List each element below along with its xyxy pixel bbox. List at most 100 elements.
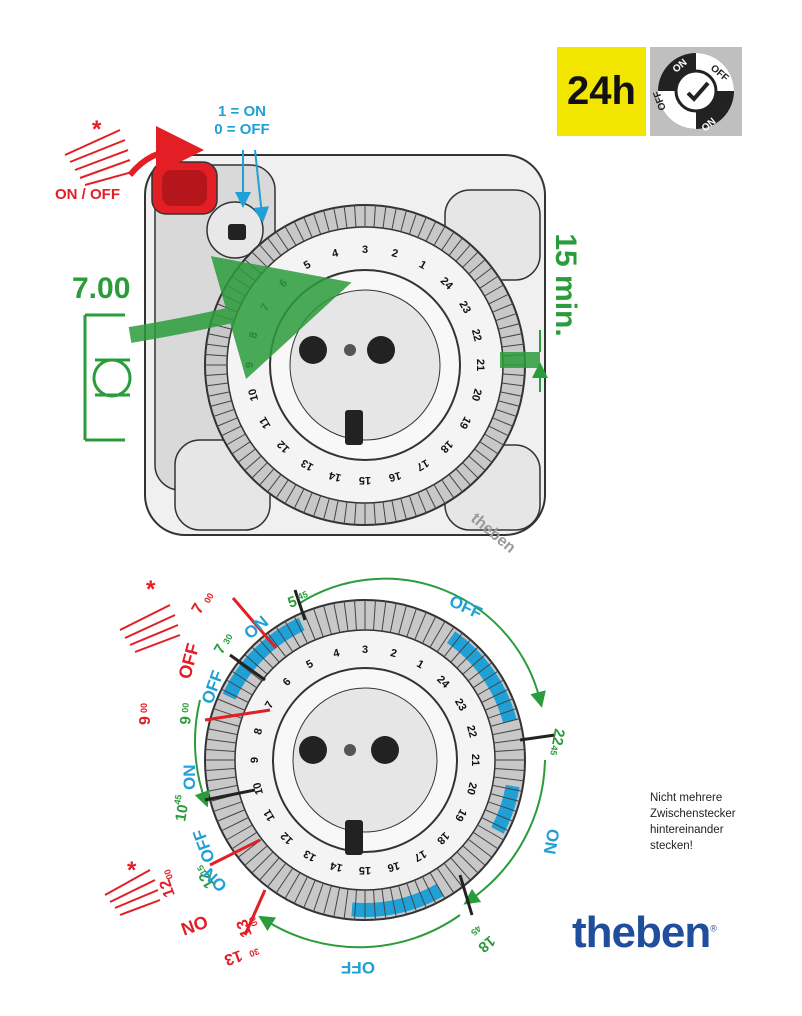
bottom-dial-segment-tick	[472, 670, 499, 689]
top-dial-segment-tick	[303, 492, 313, 514]
off-blue-label-2: OFF	[189, 827, 218, 865]
bottom-dial-segment-tick	[481, 817, 509, 832]
bottom-dial-segment-tick	[323, 605, 332, 635]
bottom-dial-segment-tick	[333, 602, 341, 633]
top-dial-segment-tick	[354, 205, 357, 228]
top-dial-segment-tick	[400, 498, 407, 520]
top-dial-segment-tick	[488, 293, 509, 305]
hand-icon-mid	[119, 604, 181, 653]
bottom-dial-hour-20: 20	[464, 781, 479, 796]
bottom-dial-segment-tick	[494, 749, 525, 752]
top-dial-segment-tick	[382, 206, 387, 229]
top-dial-segment-tick	[495, 313, 517, 322]
bottom-dial-segment-tick	[406, 882, 417, 912]
on-off-label: ON / OFF	[55, 186, 120, 203]
top-dial-segment-tick	[206, 382, 229, 387]
top-dial-segment-tick	[303, 216, 313, 238]
bottom-dial-segment-tick	[303, 611, 316, 641]
on-segment-band	[446, 631, 517, 724]
time-label-1200-sup: 00	[162, 868, 175, 881]
bottom-dial-segment-tick	[213, 801, 243, 812]
bottom-dial-segment-tick	[284, 872, 301, 899]
top-dial-segment-tick	[267, 237, 282, 256]
bottom-dial-segment-tick	[231, 670, 258, 689]
time-label-1300: 13	[234, 917, 256, 940]
top-dial-hour-14: 14	[327, 469, 343, 484]
top-dial-segment-tick	[433, 226, 446, 246]
top-dial-segment-tick	[382, 501, 387, 524]
time-label-730-sup: 30	[221, 632, 235, 646]
bottom-dial-segment-tick	[284, 621, 301, 648]
hand-icon-top	[64, 129, 133, 186]
warning-note: Nicht mehrere Zwischenstecker hintereina…	[650, 790, 770, 854]
bottom-dial-segment-tick	[436, 626, 455, 653]
brand-registered-mark: ®	[710, 923, 717, 934]
bottom-dial-segment-tick	[251, 646, 274, 669]
bottom-dial-segment-tick	[467, 662, 493, 682]
top-dial-segment-tick	[333, 500, 339, 523]
bottom-dial-segment-tick	[484, 809, 514, 822]
top-dial-segment-tick	[244, 455, 262, 471]
top-dial-hour-11: 11	[257, 415, 273, 431]
top-dial-segment-tick	[354, 502, 357, 525]
bottom-dial-segment-tick	[494, 768, 525, 771]
time-label-900-red: 9	[137, 716, 154, 725]
bottom-dial-segment-tick	[492, 728, 523, 736]
on-right-label: ON	[540, 827, 563, 855]
bottom-dial-segment-tick	[313, 882, 324, 912]
bottom-dial-segment-tick	[293, 876, 308, 904]
time-label-900-red-sup: 00	[139, 703, 149, 713]
bottom-dial-segment-tick	[226, 824, 253, 841]
top-dial-segment-tick	[343, 501, 348, 524]
top-dial-hour-15: 15	[359, 474, 371, 486]
bottom-dial-segment-tick	[487, 801, 517, 812]
bottom-dial-segment-tick	[414, 879, 427, 909]
bottom-dial-segment-tick	[481, 688, 509, 703]
bottom-dial-segment-tick	[398, 885, 407, 915]
bottom-dial-segment-tick	[354, 889, 357, 920]
off-red-label: OFF	[175, 641, 204, 681]
top-dial-hour-17: 17	[414, 456, 431, 473]
on-blue-label-2: ON	[180, 765, 199, 791]
top-dial-segment-tick	[313, 495, 322, 517]
bottom-dial-segment-tick	[205, 749, 236, 752]
top-dial-segment-tick	[462, 462, 479, 479]
note-line-4: stecken!	[650, 840, 693, 852]
top-dial-segment-tick	[425, 488, 437, 509]
bottom-dial-segment-tick	[443, 632, 463, 658]
bottom-dial-segment-tick	[216, 698, 246, 711]
top-dial-segment-tick	[343, 206, 348, 229]
bottom-dial-segment-tick	[467, 838, 493, 858]
top-dial-segment-tick	[284, 226, 297, 246]
bottom-dial-segment-tick	[343, 601, 349, 632]
bottom-dial-hour-2: 2	[389, 647, 398, 660]
bottom-dial-segment-tick	[406, 608, 417, 638]
top-dial-segment-tick	[259, 468, 275, 486]
top-dial-hour-19: 19	[456, 414, 473, 431]
top-dial-hour-2: 2	[390, 247, 399, 260]
top-dial-segment-tick	[455, 468, 471, 486]
time-label-1300-sup: 00	[247, 915, 260, 928]
bottom-dial-segment-tick	[221, 688, 249, 703]
brand-name: theben	[572, 908, 711, 957]
bottom-dial-hour-8: 8	[252, 727, 265, 736]
bottom-dial-segment-tick	[216, 809, 246, 822]
top-dial-segment-tick	[492, 303, 514, 313]
time-label: 7.00	[72, 272, 131, 305]
bottom-dial-segment-tick	[389, 602, 397, 633]
bottom-dial-segment-tick	[293, 616, 308, 644]
bottom-dial-hour-1: 1	[414, 658, 425, 671]
top-dial-segment-tick	[408, 495, 417, 517]
time-label-1200: 12	[157, 877, 179, 900]
top-dial-segment-tick	[275, 231, 289, 251]
dial-icon: ON OFF OFF NO	[652, 53, 734, 133]
top-dial-segment-tick	[408, 213, 417, 235]
bottom-dial-segment-tick	[472, 831, 499, 850]
bottom-dial-segment-tick	[244, 654, 268, 675]
bottom-dial-hour-19: 19	[452, 807, 469, 824]
bottom-dial-segment-tick	[354, 600, 357, 631]
top-dial-segment-tick	[417, 216, 427, 238]
top-dial-segment-tick	[425, 221, 437, 242]
top-dial-segment-tick	[500, 391, 523, 397]
